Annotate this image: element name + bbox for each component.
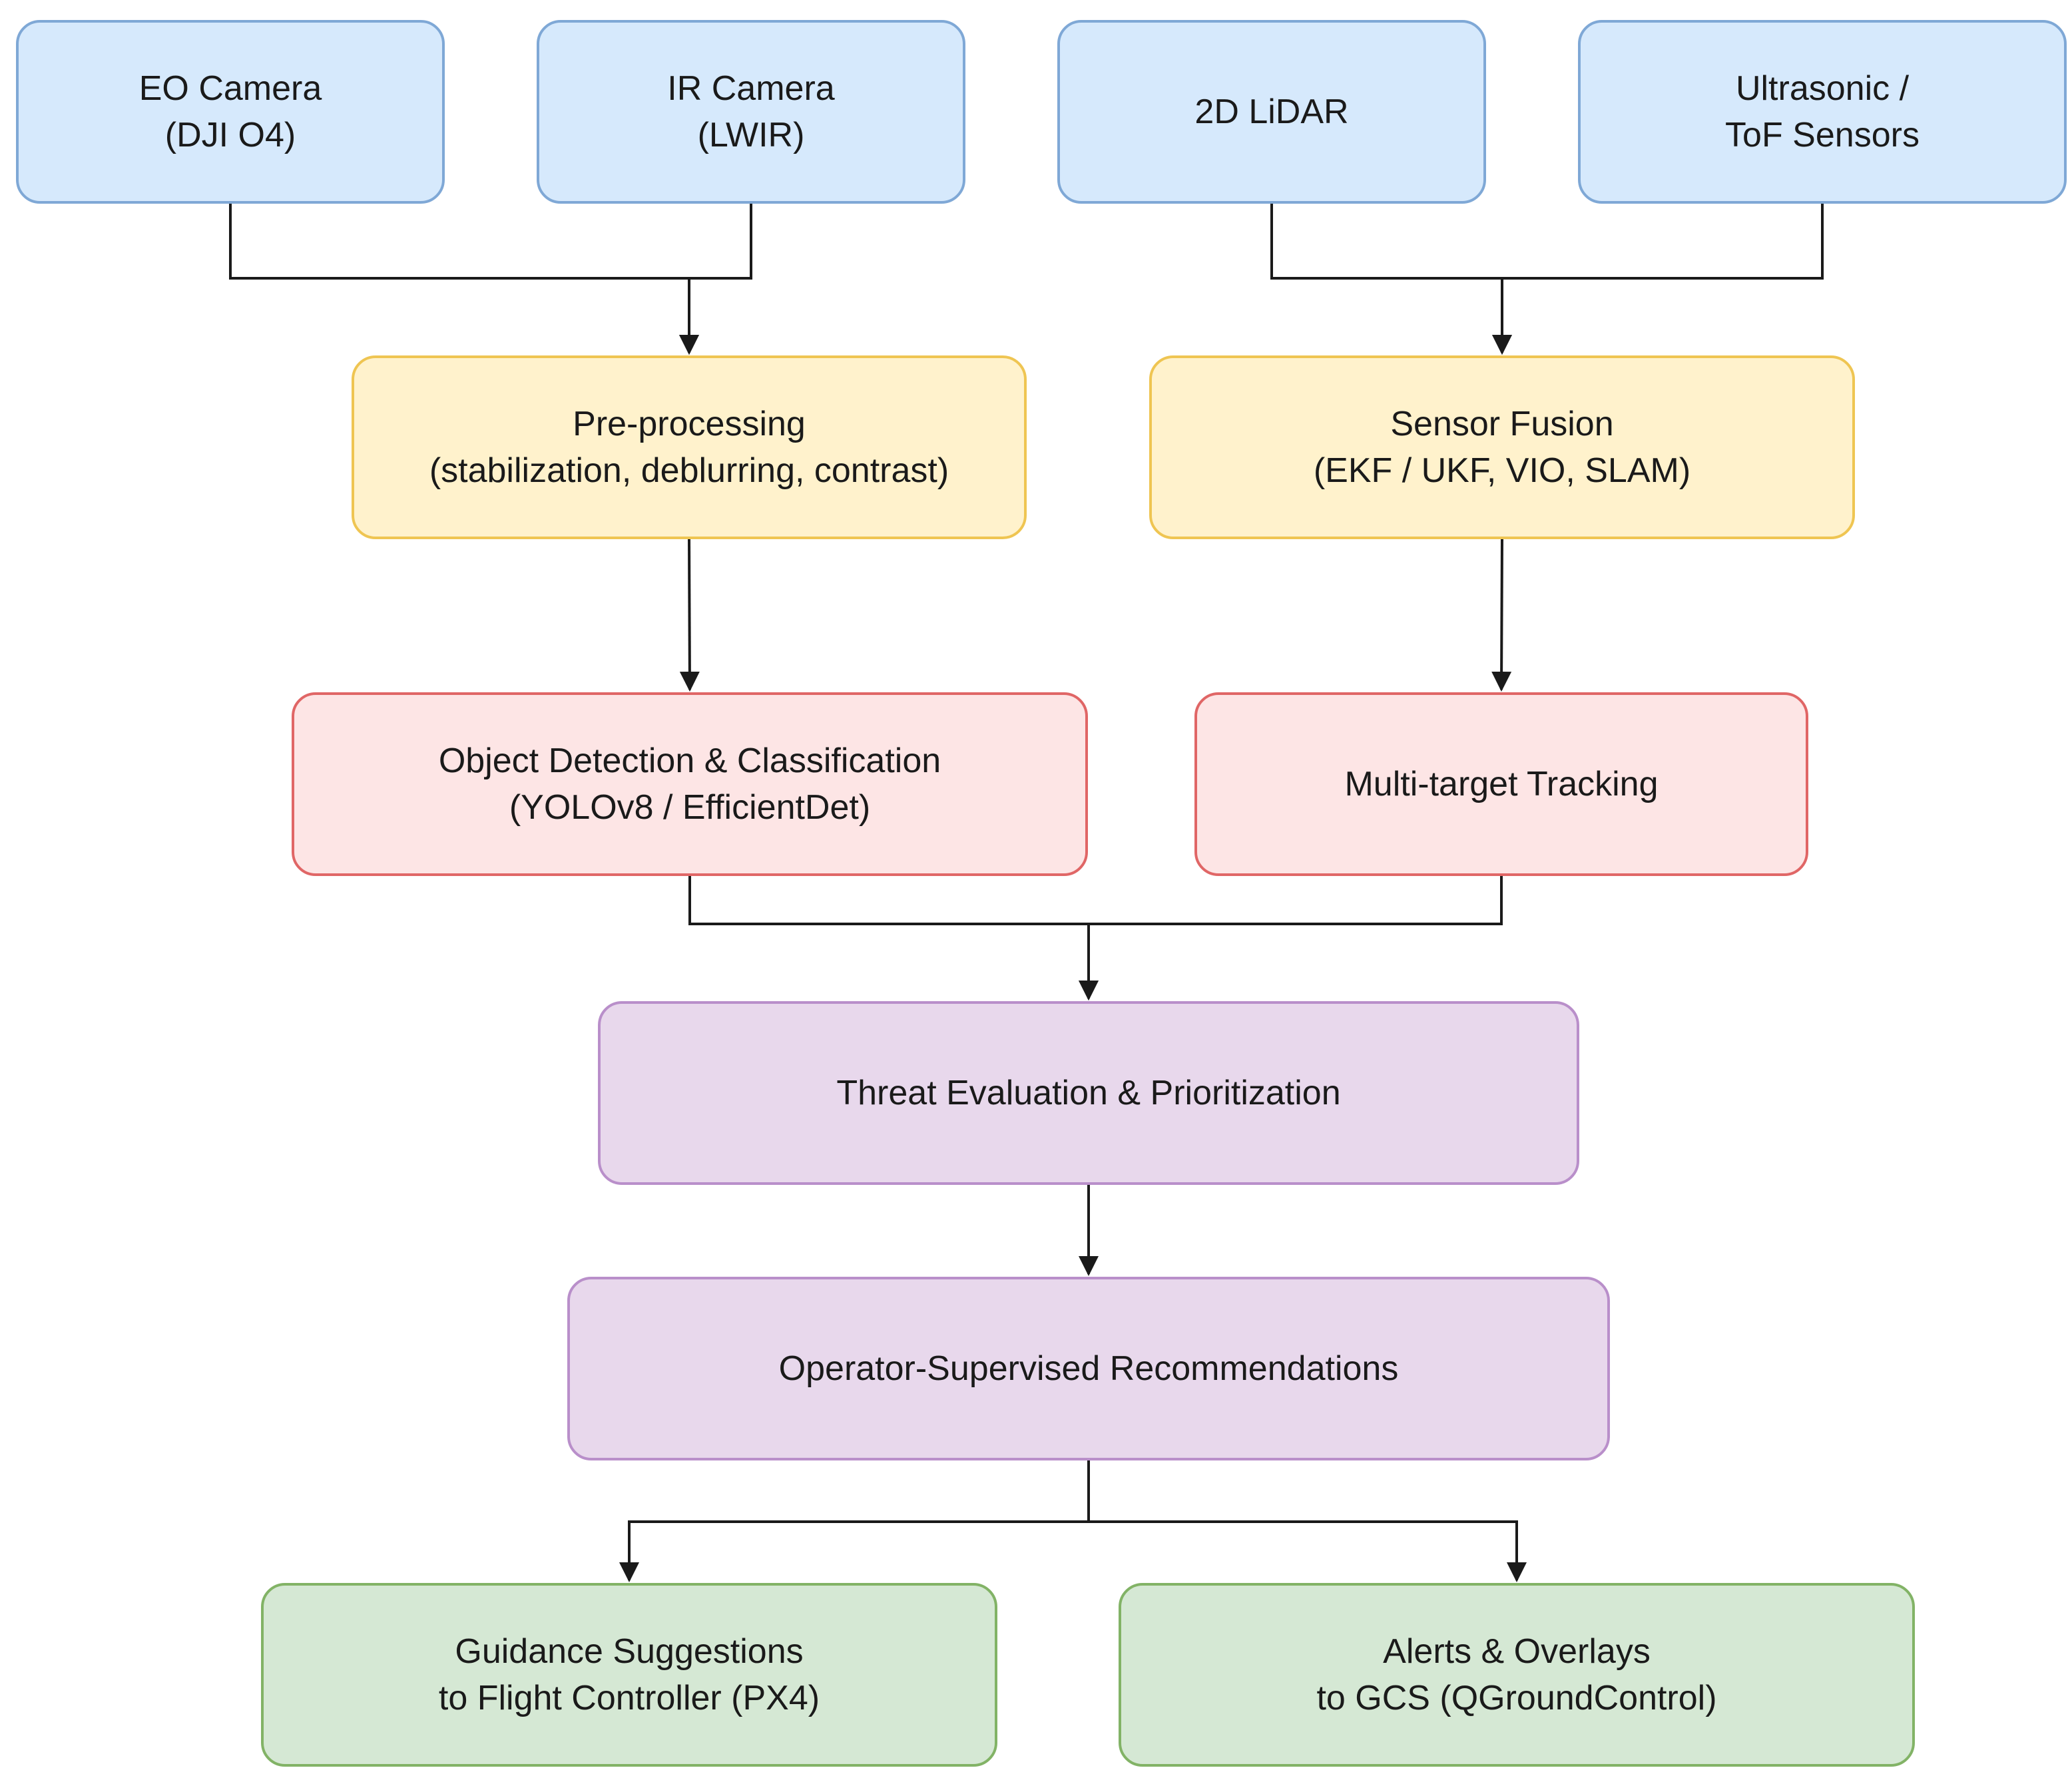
eo-camera-node: EO Camera (DJI O4) (16, 20, 445, 204)
connector-lidar-to-sensor_fusion (1270, 204, 1512, 355)
node-label-line-1: Object Detection & Classification (438, 742, 941, 780)
node-label-line-2: to Flight Controller (PX4) (438, 1679, 820, 1717)
object-detection-node: Object Detection & Classification (YOLOv… (292, 692, 1088, 876)
node-label-line-1: Operator-Supervised Recommendations (778, 1349, 1399, 1388)
node-label-line-2: (LWIR) (697, 116, 805, 154)
guidance-suggestions-node: Guidance Suggestions to Flight Controlle… (261, 1583, 997, 1767)
node-label-line-1: IR Camera (667, 69, 835, 108)
connector-eo_camera-to-preprocessing (229, 204, 699, 355)
node-label-line-2: to GCS (QGroundControl) (1316, 1679, 1717, 1717)
node-label-line-1: Threat Evaluation & Prioritization (836, 1074, 1341, 1112)
connector-preprocessing-to-detection (679, 539, 700, 692)
ir-camera-node: IR Camera (LWIR) (537, 20, 965, 204)
connector-tracking-to-threat (1079, 876, 1503, 1000)
node-label-line-1: Ultrasonic / (1735, 69, 1910, 108)
lidar-node: 2D LiDAR (1057, 20, 1486, 204)
node-label-line-2: (YOLOv8 / EfficientDet) (509, 788, 871, 827)
node-label-line-2: (DJI O4) (164, 116, 296, 154)
node-label-line-1: Alerts & Overlays (1383, 1632, 1651, 1671)
node-label-line-1: Multi-target Tracking (1344, 765, 1659, 803)
multi-target-tracking-node: Multi-target Tracking (1194, 692, 1808, 876)
node-label-line-1: 2D LiDAR (1194, 93, 1349, 131)
connector-ultrasonic-to-sensor_fusion (1492, 204, 1824, 355)
node-label-line-1: Pre-processing (573, 405, 806, 443)
sensor-fusion-node: Sensor Fusion (EKF / UKF, VIO, SLAM) (1149, 355, 1855, 539)
connector-operator-to-alerts (1087, 1460, 1527, 1582)
edge-group (229, 204, 1824, 1582)
node-label-line-2: ToF Sensors (1725, 116, 1920, 154)
operator-recommendations-node: Operator-Supervised Recommendations (567, 1277, 1610, 1460)
alerts-overlays-node: Alerts & Overlays to GCS (QGroundControl… (1119, 1583, 1915, 1767)
connector-operator-to-guidance (619, 1460, 1090, 1582)
connector-detection-to-threat (688, 876, 1099, 1000)
connector-sensor_fusion-to-tracking (1491, 539, 1512, 692)
node-label-line-1: Guidance Suggestions (455, 1632, 804, 1671)
ultrasonic-tof-node: Ultrasonic / ToF Sensors (1578, 20, 2067, 204)
threat-evaluation-node: Threat Evaluation & Prioritization (598, 1001, 1579, 1185)
node-label-line-1: EO Camera (138, 69, 322, 108)
node-label-line-2: (EKF / UKF, VIO, SLAM) (1313, 451, 1691, 490)
connector-ir_camera-to-preprocessing (679, 204, 752, 355)
node-label-line-1: Sensor Fusion (1390, 405, 1614, 443)
preprocessing-node: Pre-processing (stabilization, deblurrin… (352, 355, 1027, 539)
node-label-line-2: (stabilization, deblurring, contrast) (429, 451, 949, 490)
